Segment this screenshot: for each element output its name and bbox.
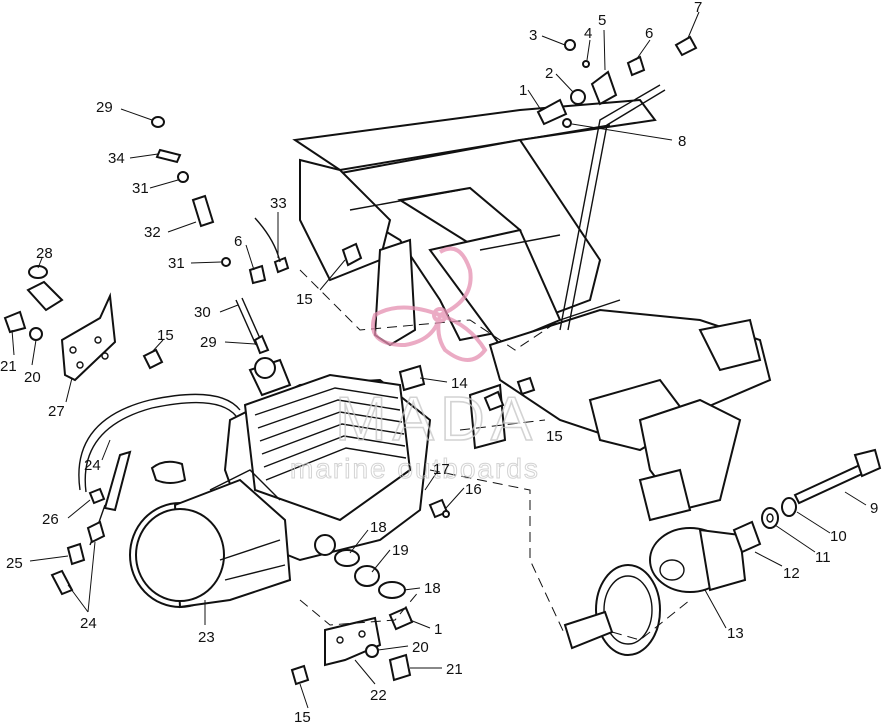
watermark-logo <box>371 246 488 362</box>
callout-1-lower: 1 <box>434 621 442 638</box>
callout-9: 9 <box>870 500 878 517</box>
callout-5: 5 <box>598 12 606 29</box>
callout-15-mid: 15 <box>546 428 563 445</box>
callout-15-bottom: 15 <box>294 709 311 724</box>
callout-29: 29 <box>96 99 113 116</box>
callout-6-lower: 6 <box>234 233 242 250</box>
callout-33: 33 <box>270 195 287 212</box>
callout-1: 1 <box>519 82 527 99</box>
callout-11: 11 <box>815 549 831 566</box>
callout-13: 13 <box>727 625 744 642</box>
mounting-bracket-22 <box>324 616 382 667</box>
watermark-tagline: marine outboards <box>290 453 540 484</box>
callout-16: 16 <box>465 481 482 498</box>
callout-25: 25 <box>6 555 23 572</box>
callout-32: 32 <box>144 224 161 241</box>
callout-6: 6 <box>645 25 653 42</box>
callout-15-bracket: 15 <box>157 327 174 344</box>
callout-8: 8 <box>678 133 686 150</box>
callout-31-lower: 31 <box>168 255 185 272</box>
callout-22: 22 <box>370 687 387 704</box>
callout-14: 14 <box>451 375 468 392</box>
leader-lines <box>11 11 867 709</box>
watermark-brand: MADA <box>335 385 538 454</box>
callout-26: 26 <box>42 511 59 528</box>
callout-12: 12 <box>783 565 800 582</box>
callout-27: 27 <box>48 403 65 420</box>
small-hardware <box>3 35 698 686</box>
callout-24: 24 <box>84 457 101 474</box>
callout-10: 10 <box>830 528 847 545</box>
callout-19: 19 <box>392 542 409 559</box>
callout-18: 18 <box>370 519 387 536</box>
callout-34: 34 <box>108 150 125 167</box>
mounting-bracket-27 <box>60 292 117 382</box>
bolt-and-washers <box>761 448 882 529</box>
callout-28: 28 <box>36 245 53 262</box>
callout-20: 20 <box>24 369 41 386</box>
callout-7: 7 <box>694 0 702 16</box>
callout-2: 2 <box>545 65 553 82</box>
callout-17: 17 <box>433 461 450 478</box>
callout-21: 21 <box>0 358 17 375</box>
callout-31: 31 <box>132 180 149 197</box>
callout-24-lower: 24 <box>80 615 97 632</box>
callout-4: 4 <box>584 25 592 42</box>
callout-15-frame: 15 <box>296 291 313 308</box>
engine-assembly <box>129 357 432 609</box>
callout-18-lower: 18 <box>424 580 441 597</box>
watermark: MADA marine outboards <box>290 246 540 485</box>
callout-21-lower: 21 <box>446 661 463 678</box>
callout-20-lower: 20 <box>412 639 429 656</box>
driven-clutch <box>563 520 762 656</box>
callout-29-lower: 29 <box>200 334 217 351</box>
callout-30: 30 <box>194 304 211 321</box>
callout-23: 23 <box>198 629 215 646</box>
routing-lines <box>299 269 691 641</box>
fuel-hoses <box>78 297 263 512</box>
callout-3: 3 <box>529 27 537 44</box>
